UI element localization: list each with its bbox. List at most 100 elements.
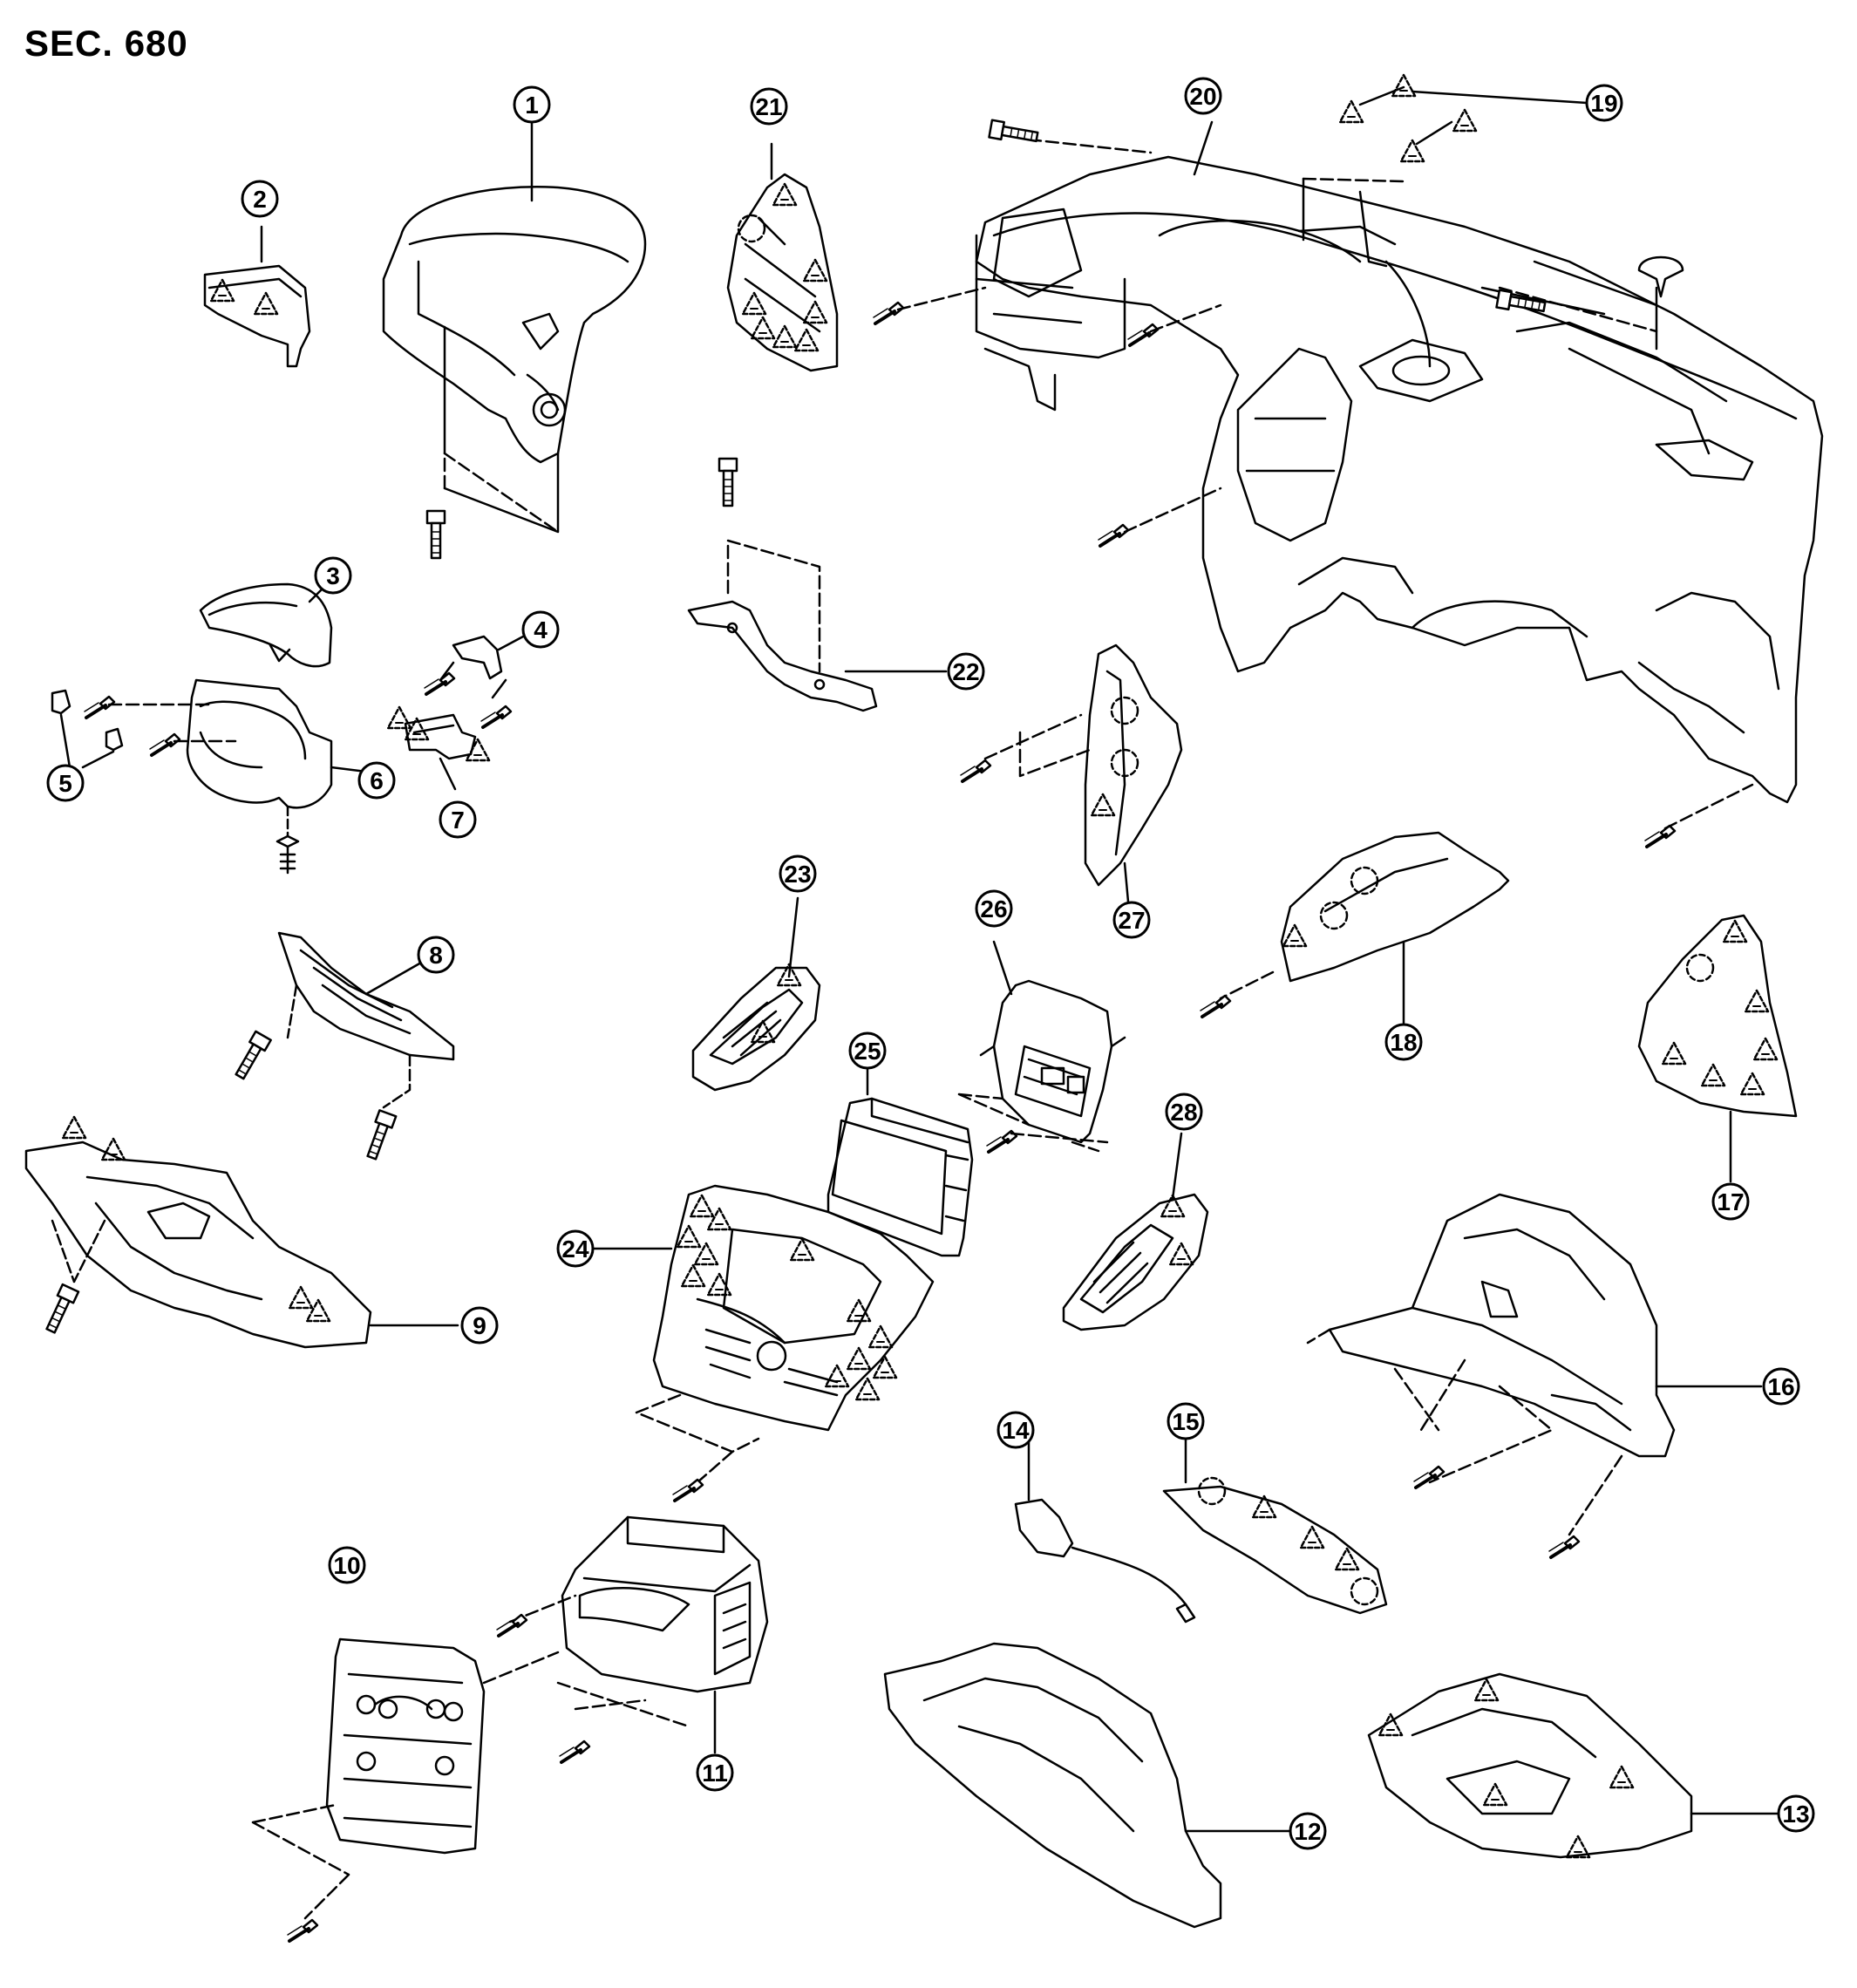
callout-number: 13 (1782, 1801, 1809, 1828)
callout-18: 18 (1384, 1023, 1423, 1061)
part-24-center-cluster (591, 1184, 935, 1484)
callout-number: 5 (58, 770, 72, 797)
callout-circle (328, 1546, 366, 1584)
part-2-bracket (203, 225, 311, 368)
callout-number: 19 (1590, 90, 1617, 117)
callout-circle (439, 800, 477, 839)
part-26-mount-bracket (957, 940, 1126, 1153)
callout-number: 25 (854, 1038, 881, 1065)
callout-number: 14 (1002, 1417, 1030, 1444)
callout-19: 19 (1585, 84, 1623, 122)
callout-10: 10 (328, 1546, 366, 1584)
part-27-side-trim (983, 643, 1183, 913)
part-25-display (826, 1058, 974, 1257)
part-22-bracket (687, 539, 948, 712)
part-20-instrument-panel (975, 120, 1824, 804)
callout-2: 2 (241, 180, 279, 218)
callout-23: 23 (779, 854, 817, 893)
callout-number: 1 (525, 92, 539, 119)
callout-circle (696, 1753, 734, 1792)
callout-circle (1165, 1093, 1203, 1131)
callout-number: 10 (333, 1552, 360, 1579)
callout-number: 15 (1172, 1408, 1199, 1435)
callout-circle (513, 85, 551, 124)
part-1-column-cover (382, 120, 647, 534)
callout-9: 9 (460, 1306, 499, 1345)
part-11-audio-unit (508, 1515, 769, 1754)
part-4-clip (439, 635, 525, 699)
callout-number: 8 (429, 942, 443, 969)
callout-number: 7 (451, 807, 465, 834)
callout-13: 13 (1777, 1794, 1815, 1833)
callout-circle (1184, 77, 1222, 115)
part-18-side-panel (1219, 831, 1510, 1026)
callout-number: 17 (1717, 1188, 1744, 1215)
callout-number: 18 (1390, 1029, 1417, 1056)
callout-circle (46, 764, 85, 802)
screw-6 (275, 834, 300, 875)
callout-circle (750, 87, 788, 126)
callout-25: 25 (848, 1031, 887, 1070)
callout-circle (779, 854, 817, 893)
callout-number: 9 (473, 1312, 486, 1339)
callout-21: 21 (750, 87, 788, 126)
callout-14: 14 (997, 1411, 1035, 1449)
callout-20: 20 (1184, 77, 1222, 115)
part-8-bracket (277, 931, 455, 1109)
callout-circle (1777, 1794, 1815, 1833)
callout-circle (460, 1306, 499, 1345)
callout-circle (417, 936, 455, 974)
callout-15: 15 (1167, 1402, 1205, 1440)
callout-circle (848, 1031, 887, 1070)
part-23-vent (691, 896, 821, 1092)
callout-number: 6 (370, 767, 384, 794)
callout-number: 26 (980, 895, 1007, 923)
callout-4: 4 (521, 610, 560, 649)
callout-11: 11 (696, 1753, 734, 1792)
callout-number: 16 (1767, 1373, 1794, 1400)
part-6-lower-shroud (186, 678, 368, 839)
part-16-glove-housing (1306, 1193, 1763, 1536)
part-12-glove-box (883, 1642, 1292, 1929)
callout-5: 5 (46, 764, 85, 802)
callout-17: 17 (1711, 1182, 1750, 1221)
callout-16: 16 (1762, 1367, 1800, 1406)
callout-3: 3 (314, 556, 352, 595)
callout-6: 6 (357, 761, 396, 800)
callout-number: 23 (784, 861, 811, 888)
callout-number: 3 (326, 562, 340, 589)
bolt-1 (425, 509, 446, 560)
callout-7: 7 (439, 800, 477, 839)
callout-circle (1167, 1402, 1205, 1440)
callout-circle (1711, 1182, 1750, 1221)
trim-clip (1637, 255, 1684, 298)
part-21-bracket (726, 142, 839, 372)
callout-circle (947, 652, 985, 691)
callout-number: 20 (1189, 83, 1216, 110)
callout-28: 28 (1165, 1093, 1203, 1131)
part-5-caps (51, 689, 124, 769)
callout-number: 2 (253, 186, 267, 213)
part-10-face-panel (251, 1637, 560, 1920)
callout-circle (241, 180, 279, 218)
callout-number: 22 (952, 658, 979, 685)
callout-circle (1112, 901, 1151, 939)
callout-circle (975, 889, 1013, 928)
callout-number: 24 (561, 1236, 589, 1263)
callout-number: 12 (1294, 1818, 1321, 1845)
callout-circle (1585, 84, 1623, 122)
callout-circle (556, 1229, 595, 1268)
callout-8: 8 (417, 936, 455, 974)
callout-circle (997, 1411, 1035, 1449)
section-label: SEC. 680 (24, 23, 188, 64)
part-3-upper-shroud (199, 578, 333, 668)
callout-circle (314, 556, 352, 595)
callout-number: 11 (702, 1760, 728, 1787)
callout-number: 21 (755, 93, 782, 120)
part-14-harness (1014, 1437, 1196, 1624)
callout-circle (357, 761, 396, 800)
part-15-trim-strip (1162, 1437, 1388, 1615)
